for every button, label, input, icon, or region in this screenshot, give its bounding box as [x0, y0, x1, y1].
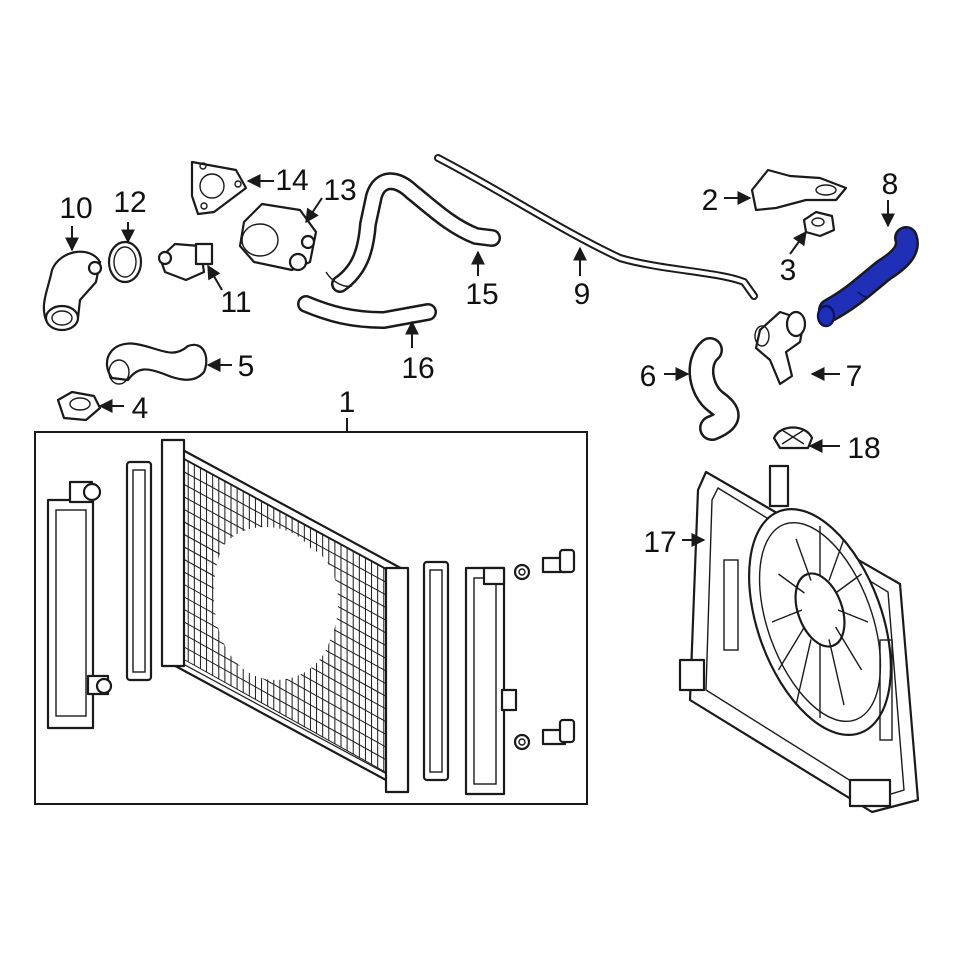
radiator-gasket-left — [125, 460, 153, 682]
bypass-hose[interactable] — [325, 172, 501, 293]
callout-10: 10 — [59, 192, 92, 225]
drain-cock-upper — [541, 548, 576, 574]
thermostat[interactable] — [157, 242, 214, 282]
o-ring-lower — [513, 733, 531, 751]
o-ring-upper — [513, 563, 531, 581]
callout-12: 12 — [113, 186, 146, 219]
lower-hose[interactable] — [688, 337, 740, 441]
callout-17: 17 — [643, 526, 676, 559]
overflow-tube[interactable] — [434, 154, 758, 300]
callout-5: 5 — [238, 350, 255, 383]
radiator-cap[interactable] — [772, 426, 814, 450]
radiator-assembly[interactable] — [34, 418, 588, 805]
radiator-hose-highlighted[interactable] — [816, 226, 919, 328]
callout-15: 15 — [465, 278, 498, 311]
thermostat-gasket[interactable] — [107, 240, 143, 284]
callout-16: 16 — [401, 352, 434, 385]
radiator-core — [160, 438, 410, 794]
callout-4: 4 — [132, 392, 149, 425]
callout-8: 8 — [882, 168, 899, 201]
callout-6: 6 — [640, 360, 657, 393]
callout-7: 7 — [846, 360, 863, 393]
water-outlet-housing[interactable] — [238, 202, 318, 272]
heater-hose[interactable] — [297, 295, 437, 329]
callout-2: 2 — [702, 184, 719, 217]
drain-cock-lower — [541, 718, 576, 746]
callout-13: 13 — [323, 174, 356, 207]
radiator-right-tank — [464, 566, 518, 796]
callout-1: 1 — [339, 386, 356, 419]
callout-18: 18 — [847, 432, 880, 465]
callout-14: 14 — [275, 164, 308, 197]
callout-9: 9 — [574, 278, 591, 311]
inlet-hose[interactable] — [106, 342, 208, 385]
radiator-gasket-right — [422, 560, 450, 782]
callout-11: 11 — [220, 286, 251, 319]
water-inlet[interactable] — [42, 250, 103, 332]
drain-plug[interactable] — [56, 390, 102, 422]
leader-lines — [65, 174, 895, 547]
bracket-nut[interactable] — [802, 210, 836, 238]
callout-3: 3 — [780, 254, 797, 287]
hose-connector[interactable] — [754, 310, 807, 386]
water-outlet-gasket[interactable] — [190, 160, 248, 216]
fan-shroud-assembly[interactable] — [678, 464, 920, 814]
radiator-left-tank — [46, 480, 113, 730]
hose-bracket[interactable] — [750, 168, 848, 212]
